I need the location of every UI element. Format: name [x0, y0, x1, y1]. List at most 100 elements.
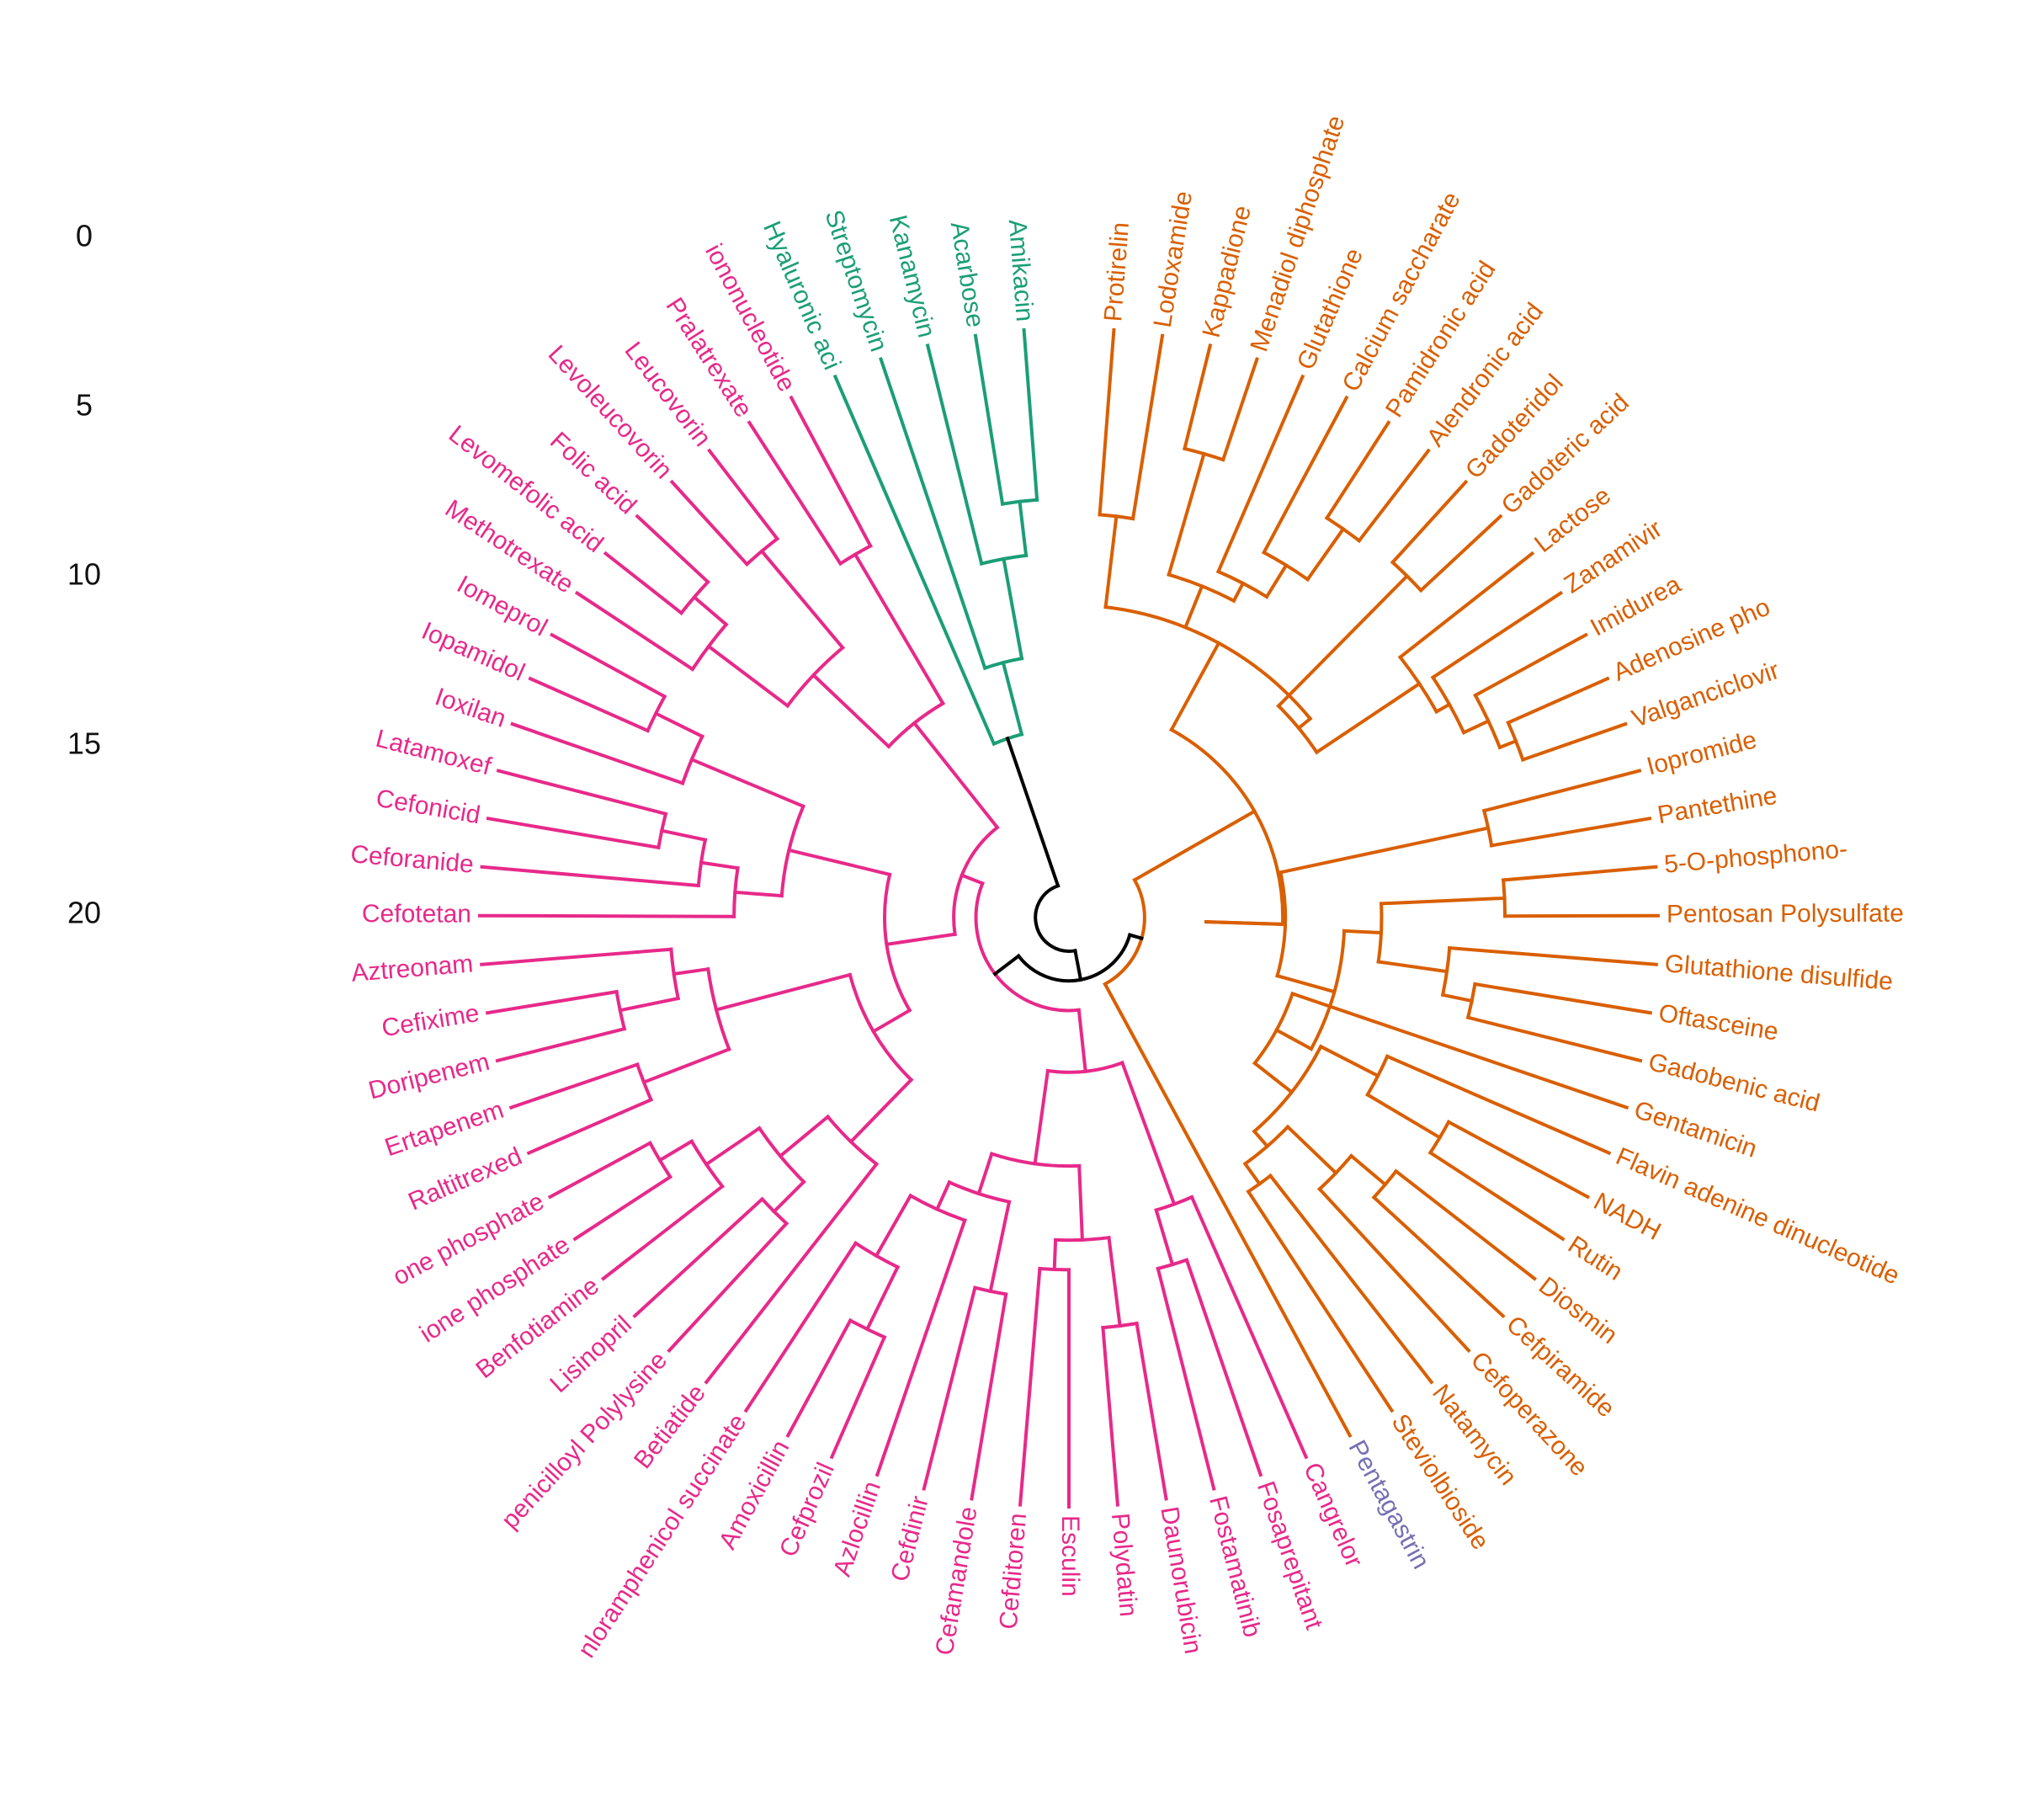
- branch-spoke-76: [1290, 991, 1629, 1110]
- branch-spoke-49: [1448, 945, 1658, 966]
- branch-spoke-172: [653, 710, 705, 739]
- scale-tick-1: 5: [76, 388, 93, 423]
- branch-spoke-27: [1430, 590, 1564, 680]
- leaf-label-41: Azlocillin: [828, 1478, 886, 1580]
- branch-spoke-73: [1318, 1044, 1380, 1078]
- leaf-label-59: Latamoxef: [373, 725, 495, 781]
- branch-spoke-24: [1473, 632, 1588, 698]
- branch-spoke-103: [1018, 1266, 1042, 1507]
- branch-spoke-150: [618, 996, 681, 1013]
- leaf-label-73: Acarbose: [945, 220, 990, 329]
- leaf-label-2: Kappadione: [1198, 203, 1257, 340]
- branch-spoke-160: [496, 769, 668, 817]
- branch-spoke-64: [1348, 1153, 1388, 1187]
- branch-spoke-199: [912, 721, 1000, 830]
- branch-spoke-1: [1130, 333, 1165, 521]
- branch-spoke-61: [1393, 1168, 1538, 1281]
- branch-spoke-166: [699, 860, 740, 870]
- branch-spoke-55: [1446, 1120, 1591, 1200]
- branch-spoke-219: [1073, 948, 1083, 982]
- branch-spoke-135: [600, 1184, 726, 1281]
- branch-spoke-88: [1204, 920, 1285, 926]
- branch-spoke-109: [922, 1285, 977, 1491]
- leaf-label-60: Ioxilan: [432, 683, 510, 733]
- branch-spoke-195: [811, 673, 891, 749]
- leaf-label-1: Lodoxamide: [1149, 189, 1198, 330]
- branch-spoke-208: [1022, 327, 1039, 502]
- branch-spoke-217: [1001, 660, 1024, 737]
- branch-spoke-115: [743, 1241, 859, 1413]
- branch-spoke-139: [704, 1126, 762, 1167]
- branch-spoke-177: [870, 1008, 912, 1035]
- branch-spoke-157: [714, 972, 853, 1012]
- branch-spoke-80: [1273, 1027, 1314, 1051]
- branch-spoke-112: [785, 1317, 853, 1439]
- branch-spoke-62: [1371, 1195, 1506, 1319]
- branch-spoke-190: [759, 548, 846, 651]
- branch-spoke-18: [1390, 479, 1469, 565]
- leaf-label-64: Levomefolic acid: [444, 420, 609, 558]
- branch-spoke-43: [1502, 865, 1658, 882]
- branch-spoke-25: [1497, 738, 1518, 750]
- branch-spoke-114: [864, 1264, 901, 1332]
- leaf-label-56: Cefotetan: [362, 900, 471, 928]
- branch-spoke-68: [1246, 1189, 1395, 1413]
- branch-spoke-74: [1252, 1129, 1270, 1149]
- branch-spoke-105: [1107, 1235, 1122, 1328]
- branch-spoke-127: [1033, 1068, 1050, 1166]
- branch-spoke-162: [480, 865, 700, 888]
- branch-spoke-186: [669, 479, 750, 567]
- branch-spoke-41: [1489, 816, 1652, 848]
- branch-arc-221: [1034, 883, 1077, 953]
- branch-spoke-65: [1316, 1186, 1471, 1354]
- branch-spoke-159: [486, 816, 661, 850]
- branch-spoke-10: [1305, 526, 1346, 583]
- branch-spoke-56: [1427, 1150, 1566, 1242]
- branch-spoke-156: [848, 1077, 914, 1145]
- leaf-label-42: Cefprozil: [774, 1459, 840, 1562]
- branch-spoke-210: [925, 343, 984, 567]
- branch-spoke-214: [1002, 556, 1024, 661]
- branch-spoke-154: [672, 966, 710, 977]
- branch-spoke-82: [1278, 826, 1491, 875]
- branch-spoke-50: [1440, 992, 1475, 1003]
- branch-spoke-6: [1324, 420, 1391, 521]
- scale-tick-2: 10: [67, 557, 101, 592]
- branch-spoke-9: [1261, 395, 1349, 556]
- branch-spoke-19: [1418, 514, 1503, 593]
- branch-spoke-121: [934, 1179, 952, 1212]
- branch-spoke-175: [689, 757, 806, 809]
- branch-spoke-145: [508, 1062, 640, 1110]
- leaf-label-72: Kanamycin: [884, 212, 941, 340]
- leaf-label-24: NADH: [1589, 1188, 1666, 1246]
- branch-spoke-142: [778, 1114, 831, 1159]
- branch-spoke-83: [1275, 973, 1337, 994]
- branch-spoke-147: [495, 1026, 627, 1063]
- branch-spoke-96: [1189, 1195, 1309, 1460]
- branch-spoke-94: [1156, 1266, 1216, 1491]
- leaf-label-39: Cefamandole: [931, 1504, 983, 1657]
- branch-spoke-59: [1365, 1092, 1443, 1141]
- branch-spoke-37: [1183, 583, 1204, 630]
- branch-spoke-187: [707, 448, 780, 541]
- branch-spoke-129: [667, 1221, 789, 1354]
- branch-spoke-120: [988, 1200, 1012, 1294]
- branch-spoke-192: [747, 420, 843, 567]
- branch-spoke-141: [704, 1161, 880, 1385]
- branch-spoke-117: [874, 1218, 967, 1477]
- leaf-label-40: Cefdinir: [885, 1493, 933, 1584]
- branch-spoke-201: [1076, 1008, 1087, 1073]
- leaf-label-5: Calcium saccharate: [1337, 188, 1466, 396]
- branch-arc-203: [974, 881, 1082, 1013]
- branch-spoke-163: [659, 828, 708, 843]
- branch-spoke-28: [1461, 718, 1491, 735]
- leaf-label-0: Protirelin: [1099, 221, 1135, 323]
- leaf-label-15: Iopromide: [1644, 726, 1759, 780]
- branch-spoke-22: [1520, 721, 1628, 763]
- branch-spoke-77: [1252, 1061, 1294, 1095]
- branch-spoke-111: [829, 1334, 887, 1460]
- branch-spoke-180: [603, 551, 684, 616]
- leaf-label-35: Daunorubicin: [1155, 1504, 1207, 1656]
